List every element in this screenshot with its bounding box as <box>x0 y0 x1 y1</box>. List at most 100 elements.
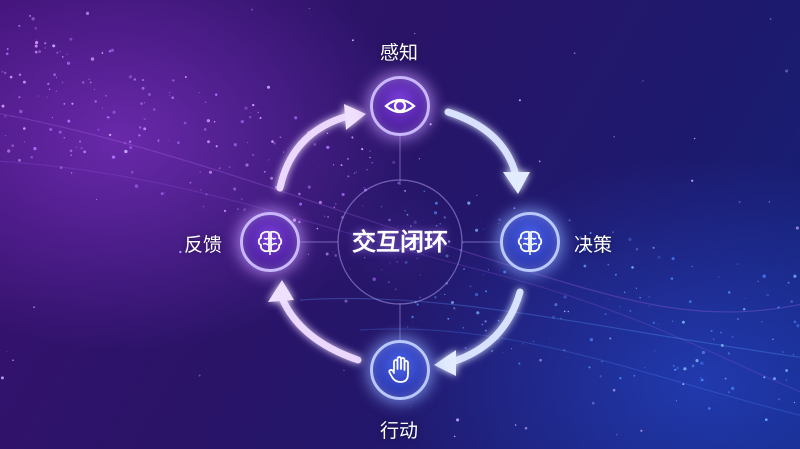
particle <box>75 146 78 148</box>
particle <box>487 269 489 271</box>
particle <box>108 49 112 53</box>
particle <box>469 285 472 288</box>
particle <box>619 306 621 308</box>
particle <box>693 137 696 140</box>
particle <box>324 215 326 217</box>
particle <box>6 47 9 51</box>
particle <box>456 418 460 422</box>
particle <box>720 343 724 347</box>
particle <box>573 52 576 55</box>
particle <box>94 100 97 103</box>
particle <box>566 357 567 359</box>
particle <box>614 273 617 276</box>
particle <box>6 351 8 353</box>
particle <box>738 201 741 203</box>
particle <box>524 426 528 430</box>
particle <box>233 187 237 191</box>
particle <box>105 94 107 97</box>
particle <box>742 307 746 311</box>
particle <box>203 128 207 131</box>
particle <box>58 130 62 134</box>
particle <box>207 140 210 144</box>
particle <box>511 348 513 350</box>
particle <box>11 144 15 147</box>
particle <box>727 391 730 394</box>
particle <box>69 149 73 153</box>
particle <box>51 116 54 119</box>
particle <box>518 99 521 102</box>
particle <box>786 285 788 287</box>
particle <box>313 143 317 146</box>
particle <box>351 136 354 139</box>
particle <box>414 32 416 35</box>
particle <box>652 246 655 249</box>
arrowhead-perception <box>344 104 366 130</box>
particle <box>591 401 595 405</box>
node-perception <box>370 76 430 136</box>
particle <box>675 400 677 402</box>
particle <box>568 219 571 222</box>
particle <box>141 78 144 82</box>
light-stream-1 <box>0 160 800 393</box>
particle <box>483 274 484 275</box>
particle <box>410 405 412 407</box>
particle <box>249 112 251 113</box>
particle <box>208 170 213 174</box>
particle <box>629 309 632 312</box>
particle <box>168 95 170 97</box>
particle <box>317 166 319 168</box>
particle <box>343 369 345 371</box>
particle <box>199 189 202 191</box>
particle <box>108 116 110 119</box>
particle <box>250 8 253 11</box>
light-stream-2 <box>299 297 800 358</box>
particle <box>213 120 216 123</box>
particle <box>85 11 90 15</box>
particle <box>198 92 200 94</box>
particle <box>30 156 33 159</box>
particle <box>369 156 371 159</box>
particle <box>782 351 784 353</box>
particle <box>340 164 343 167</box>
particle <box>7 149 11 153</box>
particle <box>34 44 38 48</box>
particle <box>609 337 612 340</box>
particle <box>727 291 731 294</box>
particle <box>633 374 636 377</box>
particle <box>218 167 221 169</box>
particle <box>392 160 396 165</box>
particle <box>128 75 133 79</box>
particle <box>657 323 659 325</box>
particle <box>790 300 793 303</box>
particle <box>768 201 770 203</box>
particle <box>761 321 763 323</box>
particle <box>674 368 677 371</box>
eye-icon <box>384 98 416 114</box>
particle <box>70 172 73 174</box>
particle <box>744 297 746 299</box>
particle <box>484 320 487 323</box>
particle <box>24 141 26 143</box>
particle <box>563 310 566 313</box>
particle <box>467 201 471 205</box>
particle <box>66 61 71 65</box>
particle <box>672 364 675 367</box>
particle <box>612 388 616 392</box>
particle <box>55 90 58 92</box>
particle <box>635 248 639 251</box>
particle <box>66 53 68 56</box>
particle <box>206 119 211 123</box>
node-decision <box>500 212 560 272</box>
particle <box>613 135 616 138</box>
particle <box>676 366 679 370</box>
light-stream-3 <box>359 328 800 416</box>
particle <box>347 175 350 178</box>
particle <box>97 128 100 131</box>
particle <box>777 306 780 309</box>
particle <box>252 103 255 107</box>
particle <box>757 280 759 282</box>
particle <box>223 209 227 213</box>
particle <box>644 367 646 369</box>
particle <box>498 222 500 225</box>
particle <box>233 143 237 147</box>
